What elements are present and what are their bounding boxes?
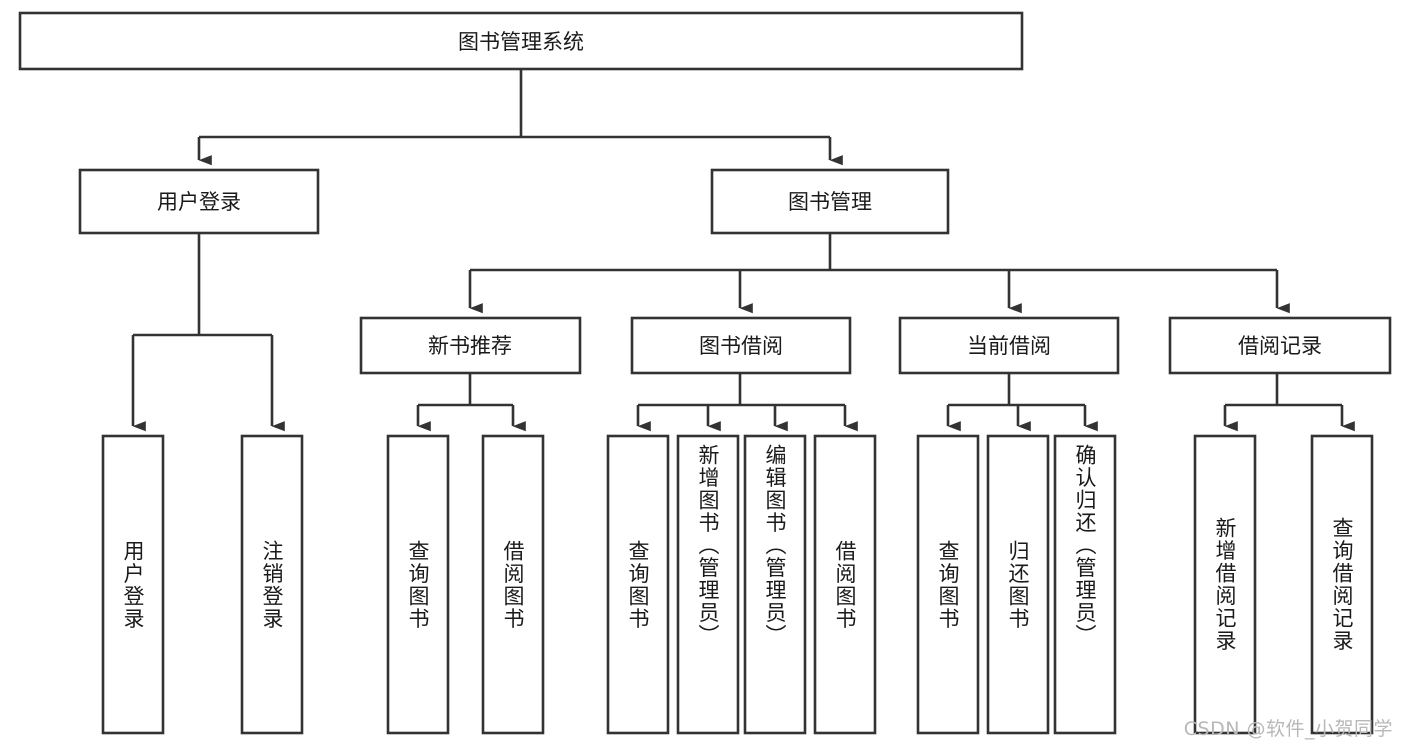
- node-borrow-record[interactable]: 借阅记录: [1168, 316, 1392, 375]
- node-leaf-add-borrow-record-box[interactable]: [1193, 434, 1257, 735]
- node-root[interactable]: 图书管理系统: [18, 11, 1024, 71]
- node-book-borrow-label: 图书借阅: [699, 334, 783, 358]
- node-book-management[interactable]: 图书管理: [710, 168, 950, 235]
- node-user-login-label: 用户登录: [157, 190, 241, 214]
- node-user-login[interactable]: 用户登录: [78, 168, 320, 235]
- node-leaf-query-book-current-box[interactable]: [916, 434, 980, 735]
- node-new-book-recommend-label: 新书推荐: [428, 334, 512, 358]
- node-current-borrow[interactable]: 当前借阅: [898, 316, 1120, 375]
- node-user-login-box[interactable]: [78, 168, 320, 235]
- node-leaf-edit-book-box[interactable]: [743, 434, 807, 735]
- node-leaf-return-book-box[interactable]: [986, 434, 1050, 735]
- node-leaf-query-borrow-record-box[interactable]: [1310, 434, 1374, 735]
- node-leaf-add-book-box[interactable]: [676, 434, 740, 735]
- node-root-label: 图书管理系统: [458, 30, 584, 54]
- node-borrow-record-box[interactable]: [1168, 316, 1392, 375]
- node-leaf-confirm-return-box[interactable]: [1053, 434, 1117, 735]
- node-borrow-record-label: 借阅记录: [1238, 334, 1322, 358]
- node-book-borrow[interactable]: 图书借阅: [630, 316, 852, 375]
- csdn-watermark: CSDN @软件_小贺同学: [1183, 718, 1393, 740]
- connector-layer: [131, 69, 1355, 432]
- node-leaf-query-book-recommend-box[interactable]: [386, 434, 450, 735]
- node-leaf-logout-box[interactable]: [240, 434, 304, 735]
- node-book-management-label: 图书管理: [788, 190, 872, 214]
- node-book-borrow-box[interactable]: [630, 316, 852, 375]
- node-current-borrow-label: 当前借阅: [967, 334, 1051, 358]
- node-new-book-recommend-box[interactable]: [359, 316, 582, 375]
- node-leaf-borrow-book-box[interactable]: [813, 434, 877, 735]
- node-new-book-recommend[interactable]: 新书推荐: [359, 316, 582, 375]
- node-book-management-box[interactable]: [710, 168, 950, 235]
- node-layer: 图书管理系统 用户登录 图书管理 新书推荐 图书借阅: [18, 11, 1392, 735]
- node-current-borrow-box[interactable]: [898, 316, 1120, 375]
- node-leaf-borrow-book-recommend-box[interactable]: [481, 434, 545, 735]
- node-leaf-query-book-borrow-box[interactable]: [606, 434, 670, 735]
- node-root-box[interactable]: [18, 11, 1024, 71]
- node-leaf-user-login-box[interactable]: [101, 434, 165, 735]
